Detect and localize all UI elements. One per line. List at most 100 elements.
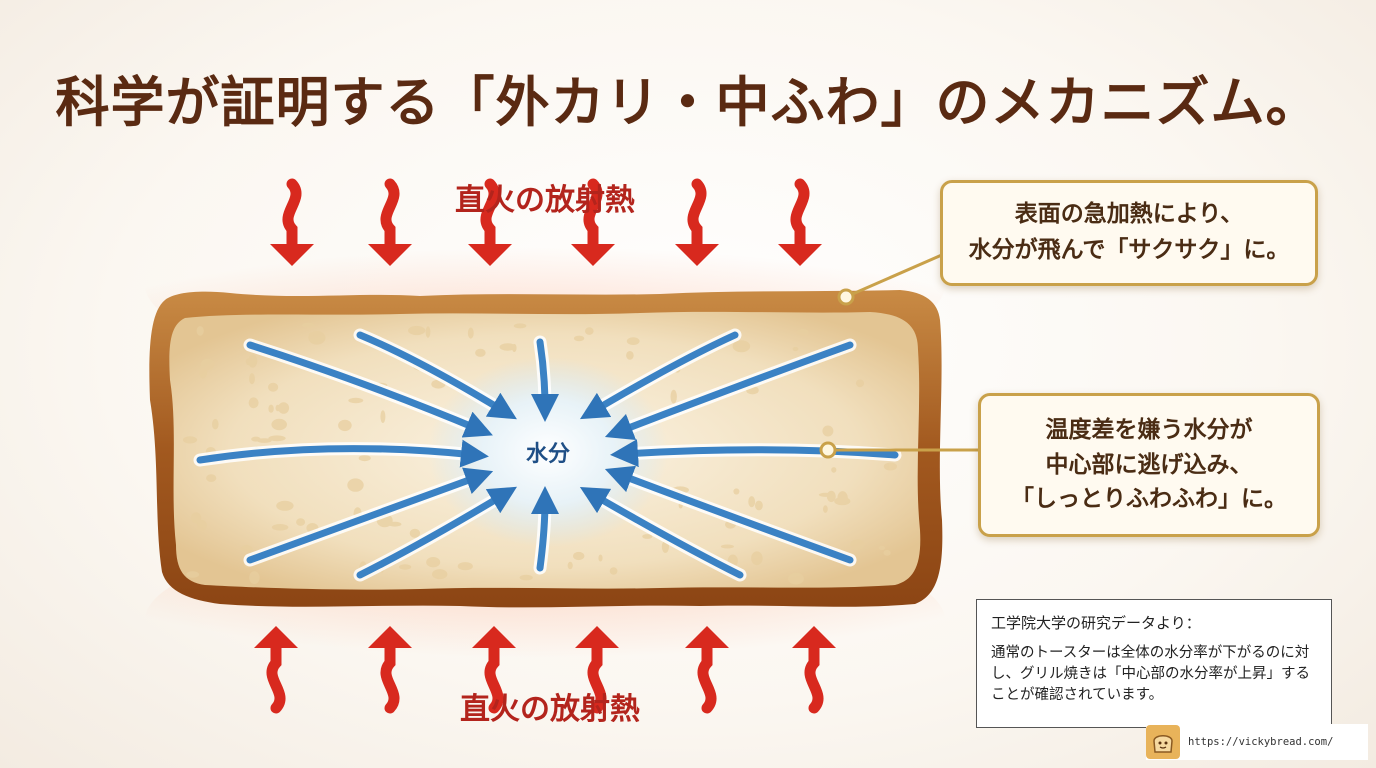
crumb-pore xyxy=(409,528,421,538)
crumb-pore xyxy=(598,554,603,562)
crumb-pore xyxy=(268,382,279,392)
heat-arrow xyxy=(472,626,516,714)
crumb-pore xyxy=(358,455,371,462)
crumb-pore xyxy=(878,545,885,550)
crumb-pore xyxy=(797,329,809,336)
crumb-pore xyxy=(398,564,412,570)
heat-arrow xyxy=(685,626,729,714)
crumb-pore xyxy=(432,569,448,580)
moisture-arrow xyxy=(530,338,559,422)
heat-arrow xyxy=(468,178,512,266)
crumb-pore xyxy=(408,325,426,336)
crumb-pore xyxy=(831,467,837,473)
crumb-pore xyxy=(626,351,634,360)
crumb-pore xyxy=(347,478,364,492)
footer-url[interactable]: https://vickybread.com/ xyxy=(1188,736,1334,748)
moisture-arrow xyxy=(246,341,493,438)
crumb-pore xyxy=(212,418,219,430)
crumb-pore xyxy=(855,379,865,388)
research-note: 工学院大学の研究データより： 通常のトースターは全体の水分率が下がるのに対し、グ… xyxy=(976,599,1332,728)
heat-arrow xyxy=(254,626,298,714)
crumb-pore xyxy=(567,561,573,570)
crumb-pore xyxy=(670,389,677,404)
crumb-pore xyxy=(822,425,834,437)
crumb-pore xyxy=(257,438,272,443)
research-note-body: 通常のトースターは全体の水分率が下がるのに対し、グリル焼きは「中心部の水分率が上… xyxy=(991,645,1310,704)
crumb-pore xyxy=(788,572,804,585)
crumb-pore xyxy=(296,518,306,526)
moisture-arrow xyxy=(196,439,489,468)
crumb-pore xyxy=(748,496,756,508)
crumb-pore xyxy=(278,402,290,414)
moisture-arrow xyxy=(530,486,559,572)
crumb-pore xyxy=(733,488,740,495)
crumb-pore xyxy=(732,340,751,353)
crumb-pore xyxy=(792,346,799,352)
crumb-pore xyxy=(519,574,533,581)
crumb-pore xyxy=(499,343,516,351)
heat-label-bottom: 直火の放射熱 xyxy=(460,692,640,727)
crumb-pore xyxy=(573,551,585,561)
moisture-arrow xyxy=(356,486,518,579)
crumb-pore xyxy=(245,358,252,366)
moisture-arrow xyxy=(356,331,517,420)
page-title: 科学が証明する「外カリ・中ふわ」のメカニズム。 xyxy=(55,71,1321,134)
moisture-arrow xyxy=(579,331,739,420)
crumb-pore xyxy=(271,418,288,431)
callout-core: 温度差を嫌う水分が 中心部に逃げ込み、 「しっとりふわふわ」に。 xyxy=(978,393,1320,537)
heat-arrow xyxy=(571,178,615,266)
callout-surface-line2: 水分が飛んで「サクサク」に。 xyxy=(968,237,1290,263)
heat-arrow xyxy=(778,178,822,266)
crumb-pore xyxy=(251,436,261,442)
heat-arrow xyxy=(575,626,619,714)
callout-top-pointer xyxy=(847,252,945,298)
callout-core-line1: 温度差を嫌う水分が xyxy=(1045,417,1253,444)
crumb-pore xyxy=(883,549,891,556)
crumb-pore xyxy=(642,534,653,539)
crumb-pore xyxy=(206,474,217,482)
crumb-pore xyxy=(240,545,253,554)
crumb-pore xyxy=(475,348,486,357)
crumb-pore xyxy=(457,562,473,571)
crumb-pore xyxy=(883,462,898,471)
crumb-pore xyxy=(190,512,202,524)
footer-url-bar[interactable]: https://vickybread.com/ xyxy=(1146,724,1368,760)
crumb-pore xyxy=(338,419,352,432)
crumb-pore xyxy=(249,571,260,584)
crumb-pore xyxy=(850,539,865,550)
crumb-pore xyxy=(197,520,207,531)
moisture-arrow xyxy=(610,439,899,468)
callout-top-anchor xyxy=(837,288,855,306)
heat-arrows-bottom xyxy=(254,626,836,714)
moisture-arrows xyxy=(193,328,902,582)
crumb-pore xyxy=(249,373,255,385)
crumb-pore xyxy=(720,544,735,549)
crumb-pore xyxy=(196,326,204,336)
crumb-pore xyxy=(308,332,314,337)
crumb-pore xyxy=(751,551,763,566)
crumb-pore xyxy=(276,500,294,511)
crumb-pore xyxy=(182,436,198,444)
crumb-pore xyxy=(199,364,208,379)
crumb-pore xyxy=(513,323,527,329)
crumb-pore xyxy=(818,492,833,497)
crumb-pore xyxy=(426,557,441,568)
callout-surface-line1: 表面の急加熱により、 xyxy=(1014,201,1244,228)
moisture-arrow xyxy=(604,341,854,441)
crumb-pore xyxy=(834,497,851,506)
crumb-pore xyxy=(380,410,386,423)
moisture-arrow xyxy=(579,486,744,579)
callout-core-line2: 中心部に逃げ込み、 xyxy=(1045,451,1253,478)
crumb-pore xyxy=(467,327,474,339)
callout-middle-anchor xyxy=(819,441,837,459)
heat-arrow xyxy=(675,178,719,266)
heat-arrow xyxy=(270,178,314,266)
crumb-pore xyxy=(823,505,828,513)
crumb-pore xyxy=(755,500,763,511)
crumb-pore xyxy=(268,404,274,413)
crumb-pore xyxy=(425,326,431,338)
heat-arrow xyxy=(368,626,412,714)
heat-arrow xyxy=(368,178,412,266)
moisture-center-label: 水分 xyxy=(525,442,570,467)
crumb-pore xyxy=(626,337,640,345)
